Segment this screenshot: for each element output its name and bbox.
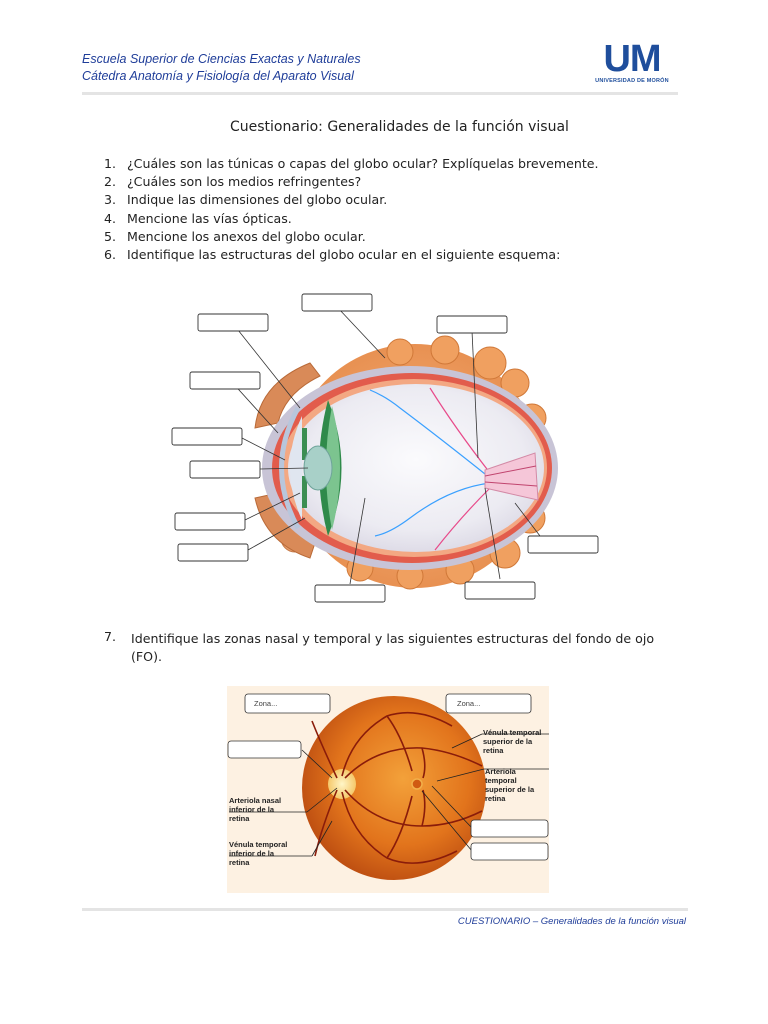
answer-box[interactable]	[314, 584, 386, 603]
svg-text:Arteriola nasal: Arteriola nasal	[229, 796, 281, 805]
answer-box[interactable]	[171, 427, 243, 446]
question-text: ¿Cuáles son las túnicas o capas del glob…	[127, 156, 599, 171]
footer-title: CUESTIONARIO – Generalidades de la funci…	[457, 916, 686, 927]
university-logo: UM UNIVERSIDAD DE MORÓN	[592, 40, 672, 84]
question-number: 3.	[104, 192, 117, 208]
institution-name: Escuela Superior de Ciencias Exactas y N…	[82, 52, 361, 66]
department-name: Cátedra Anatomía y Fisiología del Aparat…	[82, 69, 354, 83]
answer-box[interactable]	[527, 535, 599, 554]
question-item: 2. ¿Cuáles son los medios refringentes?	[104, 173, 724, 191]
svg-text:superior de la: superior de la	[483, 737, 533, 746]
label-arteriola-temporal-superior: Arteriola temporal superior de la retina	[485, 767, 535, 803]
logo-mark: UM	[603, 38, 661, 80]
answer-box[interactable]	[470, 842, 549, 861]
svg-text:inferior de la: inferior de la	[229, 849, 275, 858]
svg-text:retina: retina	[229, 814, 250, 823]
svg-text:temporal: temporal	[485, 776, 517, 785]
question-text: Mencione los anexos del globo ocular.	[127, 228, 366, 244]
svg-text:retina: retina	[229, 858, 250, 867]
answer-box[interactable]	[189, 460, 261, 479]
footer-divider	[82, 908, 688, 911]
question-number: 5.	[104, 228, 117, 244]
question-item: 1. ¿Cuáles son las túnicas o capas del g…	[104, 155, 724, 173]
svg-text:retina: retina	[485, 794, 506, 803]
svg-text:superior de la: superior de la	[485, 785, 535, 794]
optic-disc	[328, 769, 356, 799]
zone-right-label: Zona...	[457, 699, 480, 708]
answer-box[interactable]	[301, 293, 373, 312]
zone-left-label: Zona...	[254, 699, 277, 708]
header-divider	[82, 92, 678, 95]
eyelids	[254, 362, 321, 559]
answer-box[interactable]	[227, 740, 302, 759]
fundus-leader-lines	[229, 733, 549, 857]
question-item: 6. Identifique las estructuras del globo…	[104, 246, 724, 264]
optic-nerve	[484, 452, 539, 501]
macula	[411, 778, 423, 790]
eyeball	[262, 366, 558, 570]
label-venula-temporal-superior: Vénula temporal superior de la retina	[483, 728, 541, 755]
question-number: 6.	[104, 247, 117, 263]
answer-box[interactable]	[189, 371, 261, 390]
svg-text:inferior de la: inferior de la	[229, 805, 275, 814]
leader-lines	[229, 307, 541, 585]
fundus-zone-left[interactable]: Zona...	[244, 693, 331, 714]
retina	[302, 696, 486, 880]
answer-box[interactable]	[197, 313, 269, 332]
question-item: 3. Indique las dimensiones del globo ocu…	[104, 191, 724, 209]
answer-boxes[interactable]	[171, 293, 599, 603]
question-text: Identifique las zonas nasal y temporal y…	[131, 631, 655, 664]
svg-text:Arteriola: Arteriola	[485, 767, 517, 776]
cornea-iris-lens	[279, 406, 333, 530]
fundus-zone-right[interactable]: Zona...	[445, 693, 532, 714]
question-number: 4.	[104, 210, 117, 226]
question-item: 4. Mencione las vías ópticas.	[104, 210, 724, 228]
logo-subtitle: UNIVERSIDAD DE MORÓN	[595, 78, 669, 84]
document-title: Cuestionario: Generalidades de la funció…	[230, 119, 569, 135]
question-item: 5. Mencione los anexos del globo ocular.	[104, 228, 724, 246]
question-list: 1. ¿Cuáles son las túnicas o capas del g…	[104, 155, 724, 264]
answer-box[interactable]	[470, 819, 549, 838]
label-arteriola-nasal-inferior: Arteriola nasal inferior de la retina	[229, 796, 281, 823]
fundus-diagram: Zona... Zona... Vénula temporal superior…	[227, 686, 549, 893]
svg-text:retina: retina	[483, 746, 504, 755]
question-text: Indique las dimensiones del globo ocular…	[127, 192, 388, 208]
retinal-vessels	[369, 387, 491, 551]
answer-box[interactable]	[177, 543, 249, 562]
question-text: Identifique las estructuras del globo oc…	[127, 247, 561, 263]
eyeball-diagram	[171, 293, 599, 603]
question-text: ¿Cuáles son los medios refringentes?	[127, 174, 362, 190]
question-number: 2.	[104, 174, 117, 190]
svg-text:Vénula temporal: Vénula temporal	[483, 728, 541, 737]
answer-box[interactable]	[436, 315, 508, 334]
question-text: Mencione las vías ópticas.	[127, 210, 292, 226]
label-venula-temporal-inferior: Vénula temporal inferior de la retina	[229, 840, 287, 867]
question-number: 1.	[104, 156, 117, 171]
answer-box[interactable]	[174, 512, 246, 531]
answer-box[interactable]	[464, 581, 536, 600]
svg-text:Vénula temporal: Vénula temporal	[229, 840, 287, 849]
question-number: 7.	[104, 629, 117, 644]
